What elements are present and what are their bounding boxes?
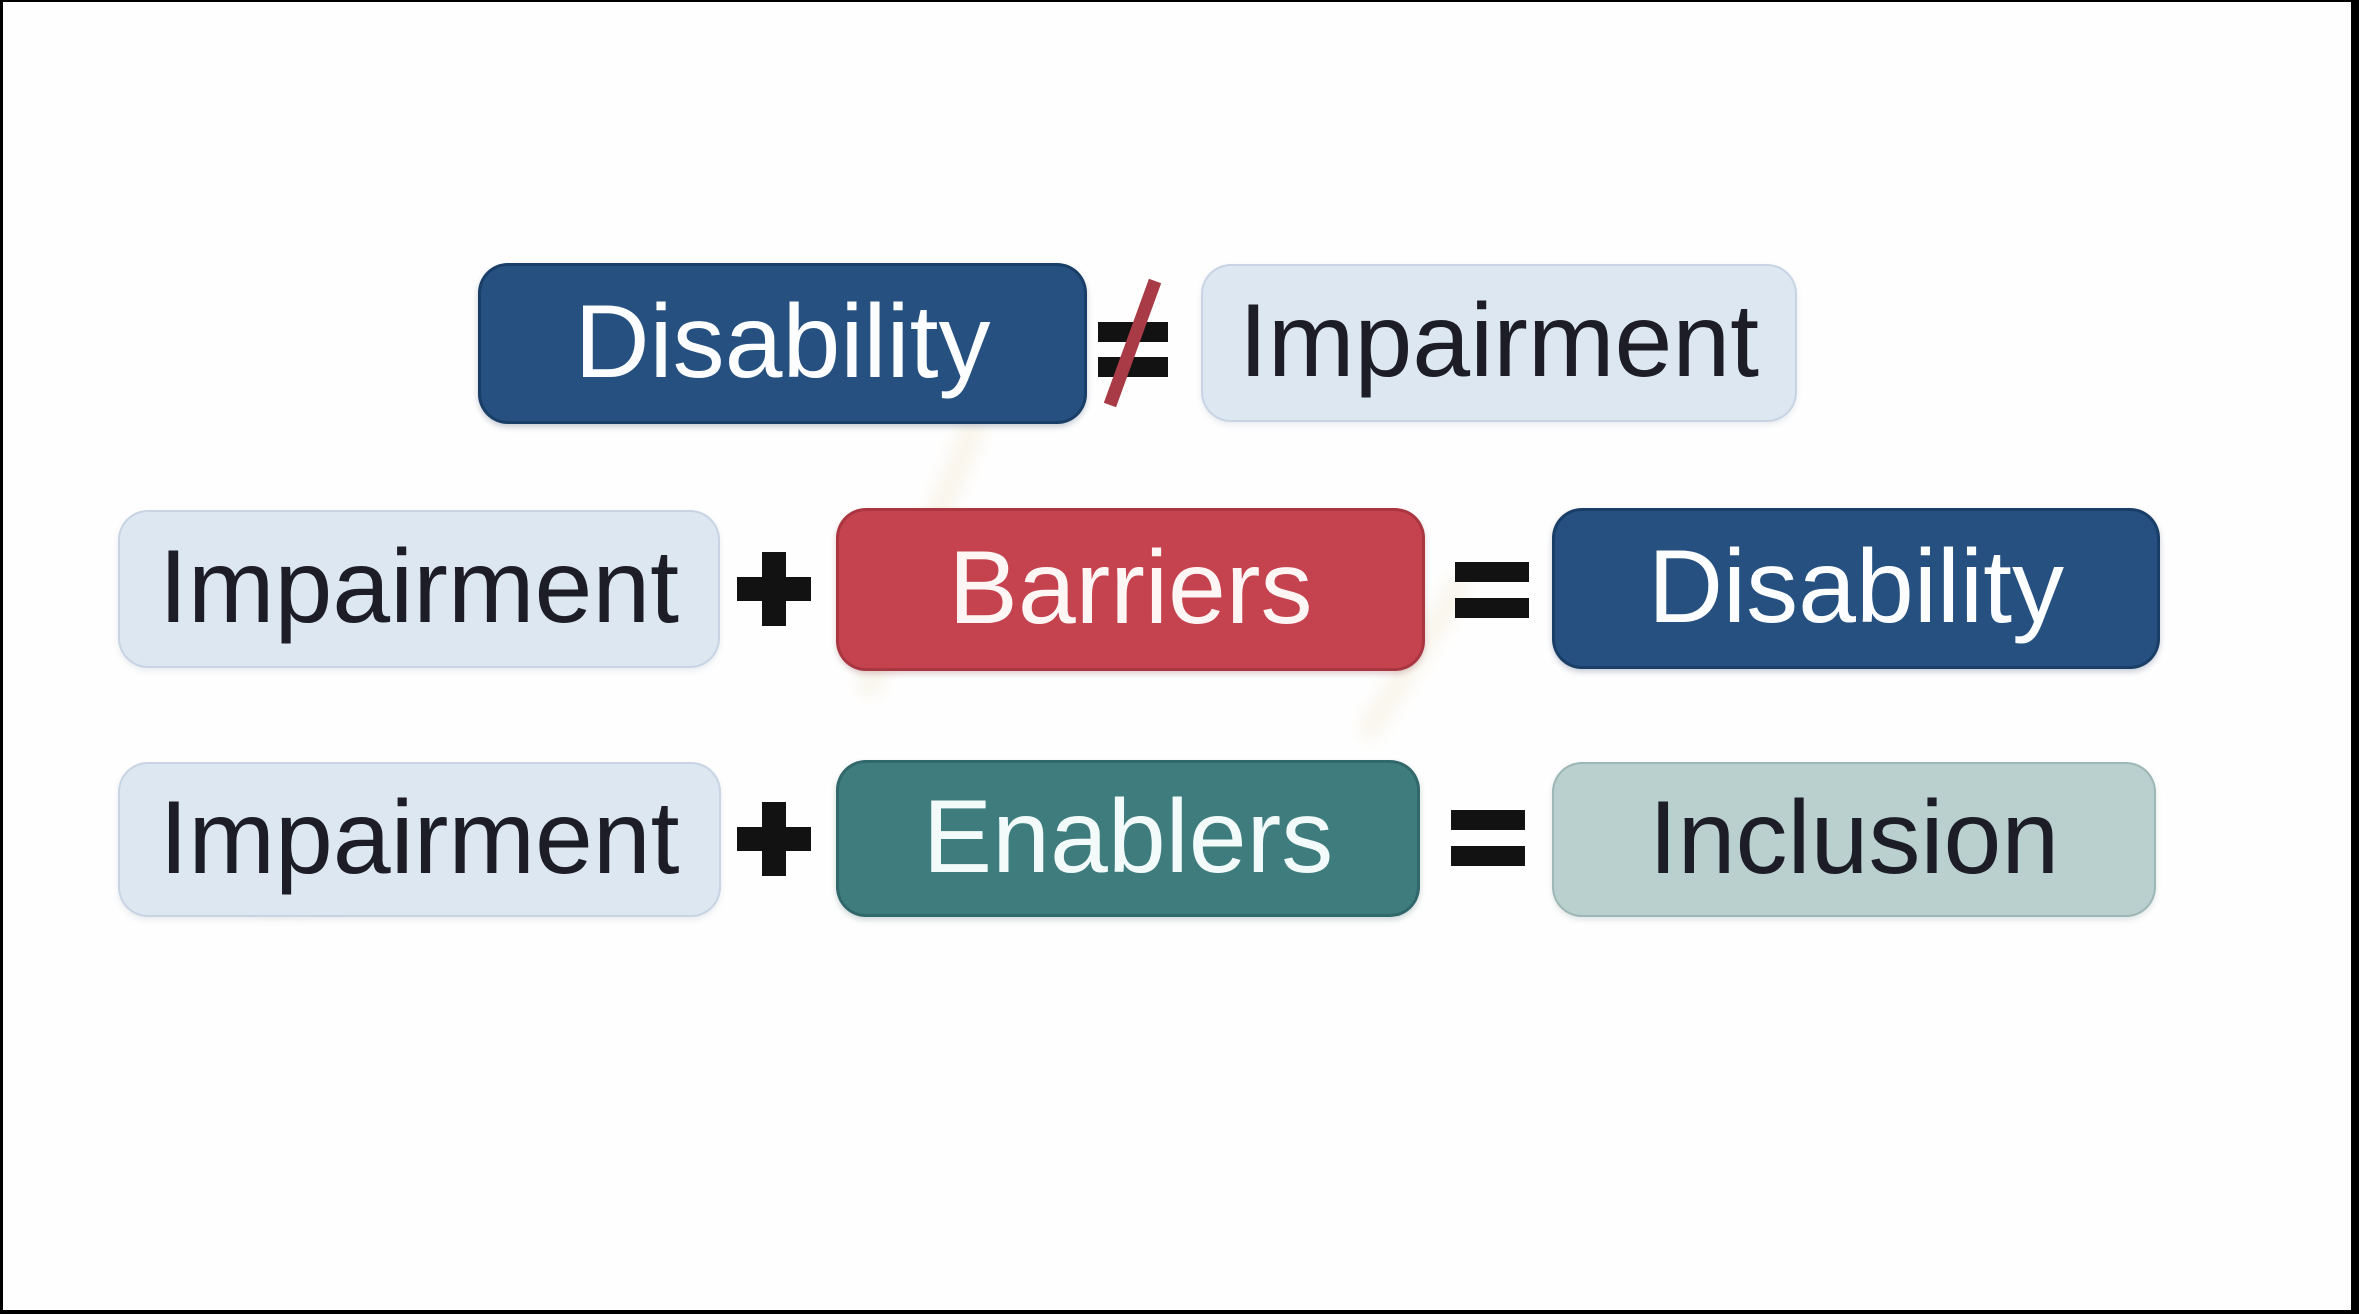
inclusion-box: Inclusion	[1552, 762, 2156, 917]
plus-vertical-bar	[762, 552, 786, 626]
not-equal-slash	[1103, 278, 1162, 408]
equal-top-bar	[1455, 562, 1529, 582]
impairment-box: Impairment	[118, 762, 721, 917]
disability-label: Disability	[1647, 528, 2065, 645]
disability-box: Disability	[478, 263, 1087, 424]
disability-box: Disability	[1552, 508, 2160, 669]
impairment-label: Impairment	[159, 779, 680, 896]
equal-bottom-bar	[1455, 598, 1529, 618]
plus-sign	[737, 552, 811, 626]
equal-sign	[1455, 562, 1529, 618]
barriers-label: Barriers	[948, 529, 1313, 646]
not-equal-sign	[1097, 278, 1169, 408]
equal-sign	[1451, 810, 1525, 866]
impairment-box: Impairment	[118, 510, 720, 668]
equal-bottom-bar	[1451, 846, 1525, 866]
barriers-box: Barriers	[836, 508, 1425, 671]
impairment-box: Impairment	[1201, 264, 1797, 422]
enablers-label: Enablers	[922, 778, 1334, 895]
equal-top-bar	[1451, 810, 1525, 830]
plus-vertical-bar	[762, 802, 786, 876]
enablers-box: Enablers	[836, 760, 1420, 917]
impairment-label: Impairment	[1238, 283, 1760, 399]
inclusion-label: Inclusion	[1648, 779, 2060, 896]
disability-label: Disability	[574, 283, 991, 400]
slide: Disability Impairment Impairment Barrier…	[3, 2, 2351, 1310]
plus-sign	[737, 802, 811, 876]
impairment-label: Impairment	[158, 529, 680, 645]
